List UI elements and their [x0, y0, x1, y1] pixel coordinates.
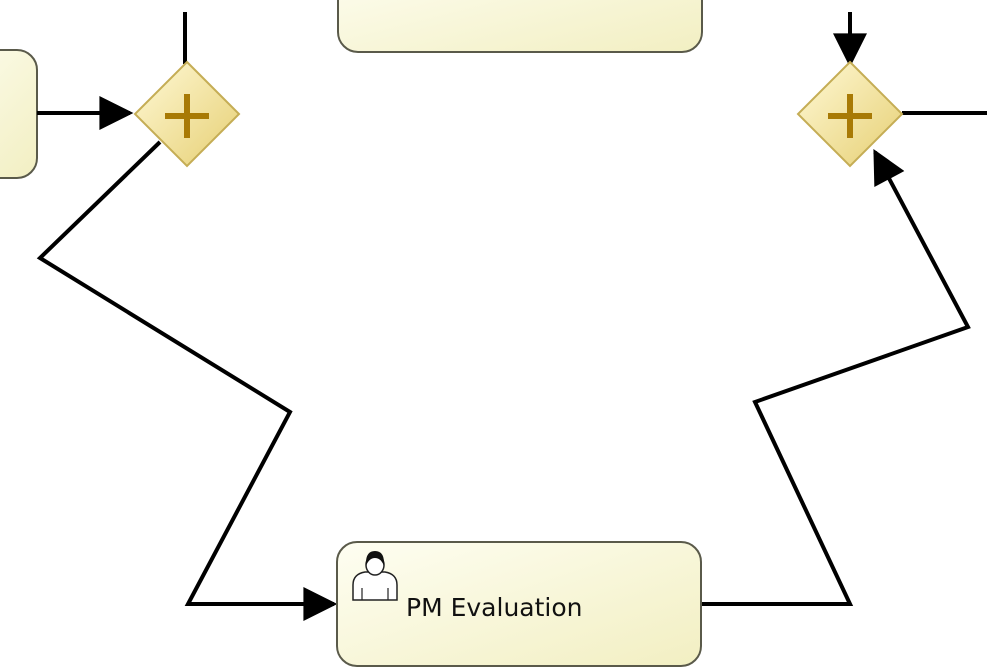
task-label: PM Evaluation: [406, 593, 583, 622]
flow-pm-evaluation-to-right-gateway[interactable]: [702, 148, 971, 606]
plus-icon: [828, 94, 872, 138]
task-left-partial[interactable]: [0, 49, 38, 179]
sequence-flows: [36, 12, 987, 621]
task-pm-evaluation[interactable]: PM Evaluation: [336, 541, 702, 667]
user-icon: [352, 551, 398, 601]
plus-icon: [165, 94, 209, 138]
task-top-center[interactable]: [337, 0, 703, 53]
parallel-gateway-right[interactable]: [796, 60, 904, 168]
parallel-gateway-left[interactable]: [133, 60, 241, 168]
flow-left-gateway-to-pm-evaluation[interactable]: [36, 140, 338, 621]
